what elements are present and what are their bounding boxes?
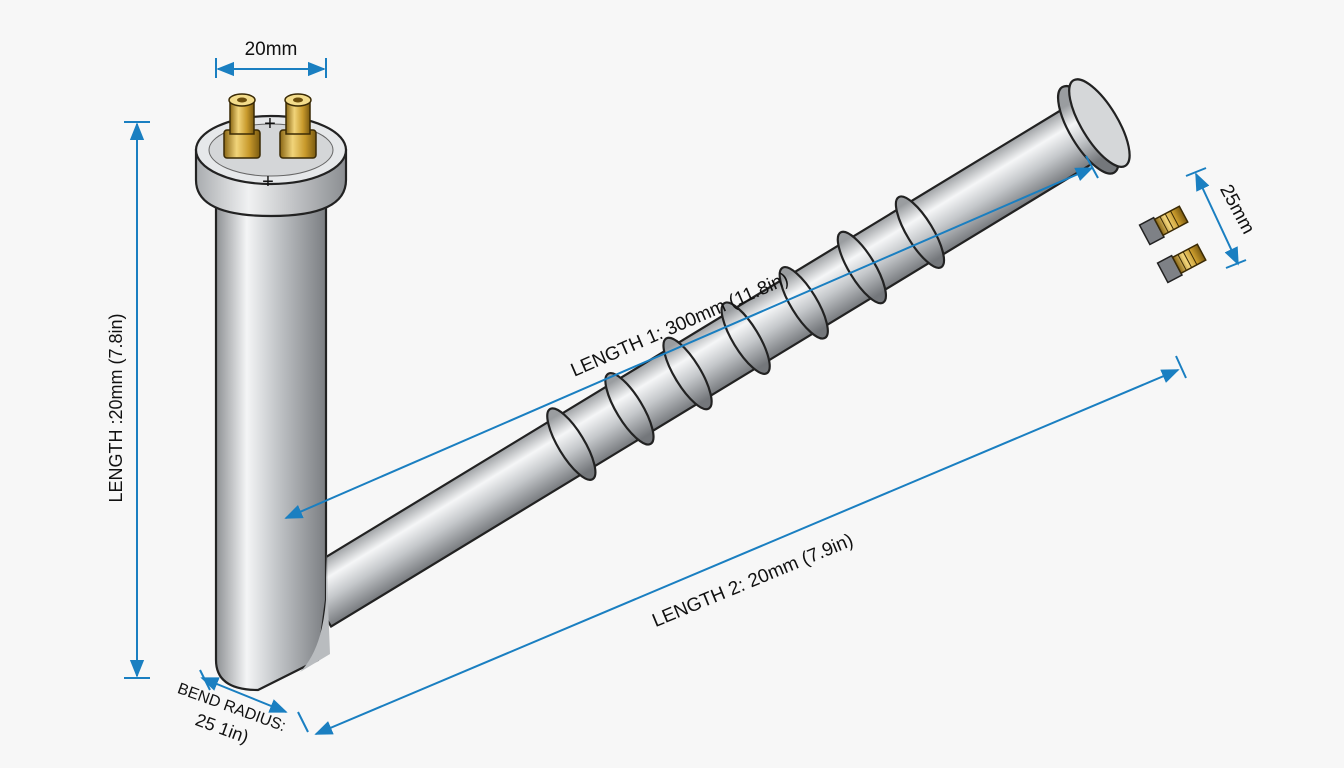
polarity-mark-2: +	[262, 171, 274, 193]
top-terminals	[223, 93, 317, 159]
dim-bend-radius	[199, 669, 288, 713]
dim-vertical-length-label: LENGTH :20mm (7.8in)	[106, 313, 126, 502]
dim-terminal-spacing	[1185, 167, 1247, 269]
dim-length-2	[297, 355, 1187, 735]
vertical-tube	[214, 178, 330, 692]
dim-top-width-label: 20mm	[245, 39, 298, 60]
end-flange	[1056, 78, 1131, 175]
dim-vertical-length	[124, 121, 150, 679]
polarity-mark-1: +	[264, 113, 276, 135]
horizontal-tube	[297, 78, 1131, 628]
dim-top-width	[215, 58, 327, 78]
side-terminals	[1138, 205, 1207, 284]
